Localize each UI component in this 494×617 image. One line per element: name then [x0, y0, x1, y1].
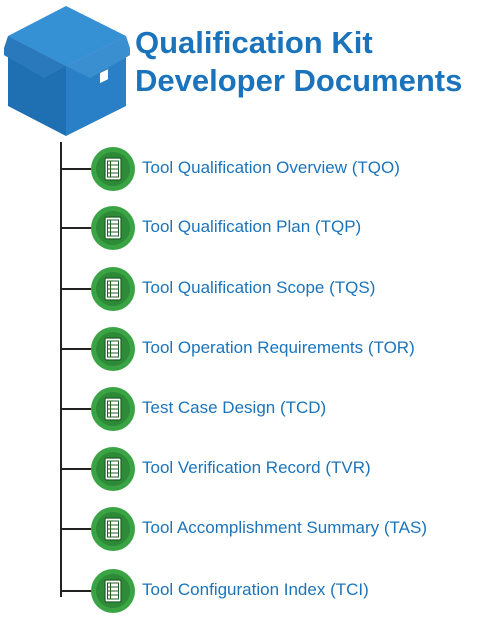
list-item-tcd[interactable]: Test Case Design (TCD)	[60, 386, 490, 432]
package-box-icon	[4, 6, 130, 136]
document-icon	[91, 447, 135, 491]
header: Qualification Kit Developer Documents	[0, 0, 494, 140]
document-link[interactable]: Test Case Design (TCD)	[142, 398, 327, 417]
document-icon	[91, 147, 135, 191]
page-title: Qualification Kit Developer Documents	[135, 24, 491, 100]
tree-branch	[60, 227, 94, 229]
list-item-tvr[interactable]: Tool Verification Record (TVR)	[60, 446, 490, 492]
tree-branch	[60, 348, 94, 350]
tree-branch	[60, 528, 94, 530]
title-line-2: Developer Documents	[135, 63, 463, 98]
tree-branch	[60, 408, 94, 410]
document-link[interactable]: Tool Operation Requirements (TOR)	[142, 338, 415, 357]
tree-trunk-line	[60, 142, 62, 597]
document-icon	[91, 569, 135, 613]
tree-branch	[60, 168, 94, 170]
tree-branch	[60, 288, 94, 290]
list-item-tqs[interactable]: Tool Qualification Scope (TQS)	[60, 266, 490, 312]
list-item-tqo[interactable]: Tool Qualification Overview (TQO)	[60, 146, 490, 192]
list-item-tor[interactable]: Tool Operation Requirements (TOR)	[60, 326, 490, 372]
list-item-tqp[interactable]: Tool Qualification Plan (TQP)	[60, 205, 490, 251]
document-icon	[91, 206, 135, 250]
document-link[interactable]: Tool Qualification Plan (TQP)	[142, 217, 362, 236]
document-icon	[91, 507, 135, 551]
document-link[interactable]: Tool Qualification Scope (TQS)	[142, 278, 376, 297]
document-icon	[91, 327, 135, 371]
document-link[interactable]: Tool Verification Record (TVR)	[142, 458, 371, 477]
tree-branch	[60, 590, 94, 592]
tree-branch	[60, 468, 94, 470]
document-icon	[91, 267, 135, 311]
document-link[interactable]: Tool Qualification Overview (TQO)	[142, 158, 400, 177]
document-link[interactable]: Tool Configuration Index (TCI)	[142, 580, 369, 599]
document-icon	[91, 387, 135, 431]
list-item-tas[interactable]: Tool Accomplishment Summary (TAS)	[60, 506, 490, 552]
list-item-tci[interactable]: Tool Configuration Index (TCI)	[60, 568, 490, 614]
title-line-1: Qualification Kit	[135, 25, 373, 60]
document-link[interactable]: Tool Accomplishment Summary (TAS)	[142, 518, 427, 537]
